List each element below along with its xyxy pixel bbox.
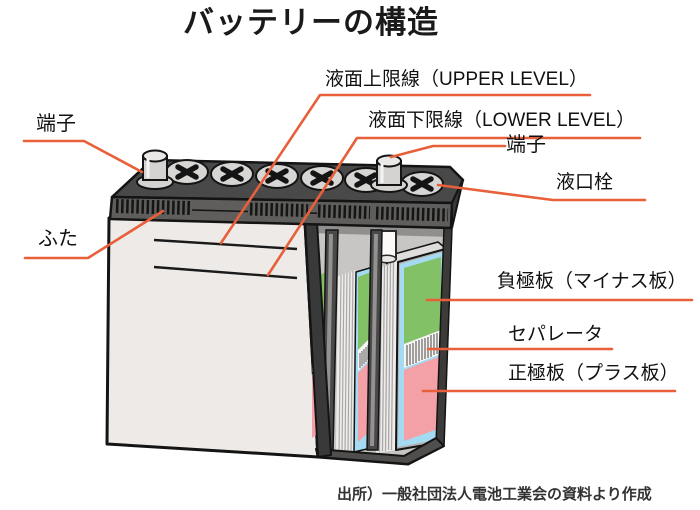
vent-caps	[165, 159, 444, 197]
lower-level-line	[153, 265, 298, 280]
source-note: 出所）一般社団法人電池工業会の資料より作成	[337, 486, 652, 503]
label-negative-plate: 負極板（マイナス板）	[497, 271, 687, 292]
label-separator: セパレータ	[508, 324, 604, 345]
label-terminal-left: 端子	[36, 113, 76, 135]
cutaway-interior	[303, 220, 453, 466]
lid-right-tip	[451, 179, 464, 229]
leader-lower-level	[266, 136, 642, 277]
negative-plate-green	[404, 257, 441, 344]
label-filler-plug: 液口栓	[556, 172, 614, 193]
page-title: バッテリーの構造	[183, 5, 439, 40]
cell-divider-2	[366, 229, 383, 451]
label-upper-level: 液面上限線（UPPER LEVEL）	[325, 69, 588, 90]
cross-icon	[220, 166, 244, 182]
vent-cap-1	[165, 159, 209, 185]
negative-plate-green	[358, 272, 371, 350]
label-positive-plate: 正極板（プラス板）	[508, 363, 679, 384]
cross-icon	[175, 164, 199, 180]
upper-level-line	[153, 238, 298, 251]
leader-terminal-right	[389, 144, 507, 159]
leader-terminal-left	[22, 139, 144, 174]
leader-upper-level	[219, 93, 592, 245]
label-lower-level: 液面下限線（LOWER LEVEL）	[368, 110, 636, 131]
lid-vent-slits	[115, 199, 449, 222]
cross-icon	[410, 176, 434, 192]
positive-plate-pink	[404, 356, 441, 441]
vent-cap-2	[210, 161, 254, 187]
leader-filler-plug	[436, 183, 647, 202]
vent-cap-6	[400, 171, 444, 197]
label-terminal-right: 端子	[506, 134, 546, 156]
label-lid: ふた	[38, 228, 78, 250]
terminal-post-left	[136, 149, 174, 190]
plate-stack-main	[376, 241, 451, 453]
leader-lines	[22, 93, 694, 393]
battery-front-face	[105, 216, 320, 459]
terminal-post-right	[370, 154, 408, 193]
lid-mold-line	[191, 209, 249, 213]
leader-lid	[23, 209, 165, 260]
vent-cap-3	[255, 163, 299, 189]
cross-icon	[265, 168, 289, 184]
